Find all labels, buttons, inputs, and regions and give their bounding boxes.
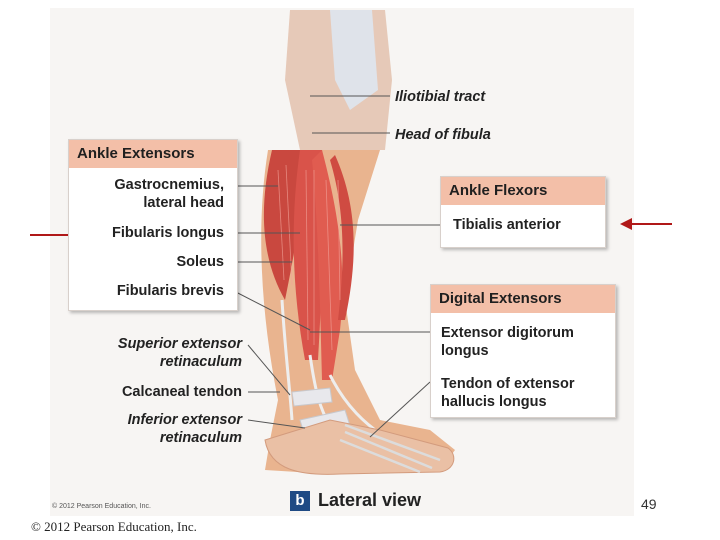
tibialis-anterior-muscle (312, 150, 343, 380)
view-label: Lateral view (318, 490, 422, 510)
page-number: 49 (641, 496, 657, 512)
label-tibialis-anterior: Tibialis anterior (453, 217, 561, 233)
label-fibularis-brevis: Fibularis brevis (116, 283, 224, 299)
ankle-flexors-box: Ankle Flexors (440, 176, 606, 248)
digital-tendons (339, 423, 441, 474)
digital-extensors-title: Digital Extensors (431, 285, 615, 313)
ankle-flexors-title: Ankle Flexors (441, 177, 605, 205)
label-extensor-hallucis-tendon: Tendon of extensor hallucis longus (441, 376, 575, 410)
label-fibularis-longus: Fibularis longus (112, 225, 224, 241)
label-iliotibial-tract: Iliotibial tract (395, 89, 486, 105)
leader-lines (231, 95, 440, 438)
view-badge: b (290, 491, 310, 511)
small-copyright: © 2012 Pearson Education, Inc. (52, 503, 151, 510)
label-calcaneal-tendon: Calcaneal tendon (121, 384, 242, 400)
superior-retinaculum-band (291, 387, 333, 407)
label-superior-extensor-retinaculum: Superior extensor retinaculum (117, 336, 242, 370)
label-soleus: Soleus (176, 254, 224, 270)
copyright: © 2012 Pearson Education, Inc. (31, 519, 197, 534)
label-extensor-digitorum-longus: Extensor digitorum longus (441, 325, 574, 359)
iliotibial-tract-band (330, 10, 378, 110)
digital-extensors-box: Digital Extensors (430, 284, 616, 418)
anterior-muscle (330, 155, 354, 320)
ankle-extensors-title: Ankle Extensors (69, 140, 237, 168)
label-inferior-extensor-retinaculum: Inferior extensor retinaculum (127, 412, 242, 446)
label-head-of-fibula: Head of fibula (395, 127, 491, 143)
ankle-extensors-box: Ankle Extensors (68, 139, 238, 311)
label-gastrocnemius: Gastrocnemius, lateral head (114, 177, 224, 211)
